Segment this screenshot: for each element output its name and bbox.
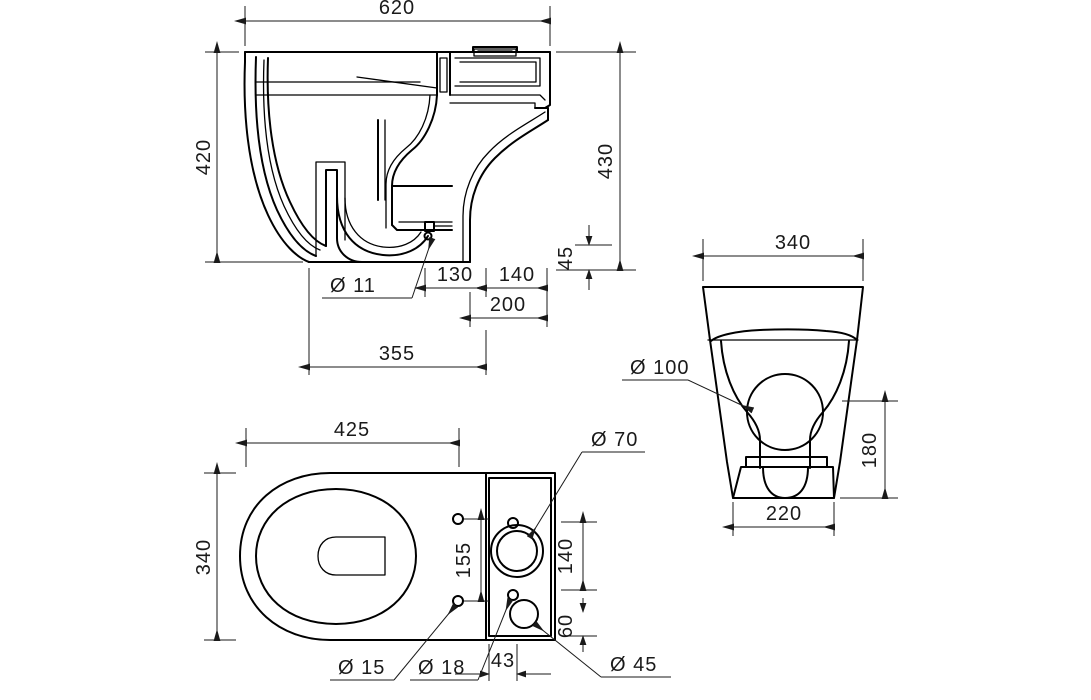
dim-220-label: 220	[766, 503, 802, 525]
side-elevation-dimensions: 620 420 430 45 130 140 200	[193, 0, 636, 375]
dim-425-label: 425	[334, 419, 370, 441]
dim-140-plan-label: 140	[555, 538, 577, 574]
dim-620-label: 620	[379, 0, 415, 19]
soil-outlet-front-circle	[746, 373, 824, 451]
side-elevation-geometry	[243, 46, 551, 263]
callout-dia15-label: Ø 15	[338, 657, 385, 679]
dim-200-label: 200	[490, 294, 526, 316]
plan-view-geometry	[239, 472, 556, 641]
dim-420-label: 420	[193, 139, 215, 175]
callout-dia45-label: Ø 45	[610, 654, 657, 676]
pan-hole-lower	[452, 595, 464, 607]
dim-340-plan-label: 340	[193, 539, 215, 575]
dim-43-label: 43	[491, 650, 515, 672]
plan-view-dimensions: 425 340 155 140 60 43 Ø 70	[193, 419, 671, 681]
soil-outlet-inner-ring	[496, 530, 538, 572]
dim-140-label: 140	[499, 264, 535, 286]
callout-dia18-label: Ø 18	[418, 657, 465, 679]
front-elevation-geometry	[702, 286, 864, 499]
callout-dia100-label: Ø 100	[630, 357, 689, 379]
dim-430-label: 430	[595, 143, 617, 179]
front-elevation-dimensions: 340 180 220 Ø 100	[622, 232, 898, 536]
pan-hole-upper	[452, 513, 464, 525]
callout-dia70-label: Ø 70	[591, 429, 638, 451]
dim-355-label: 355	[379, 343, 415, 365]
tail-hole-upper	[507, 517, 519, 529]
callout-dia11-label: Ø 11	[330, 275, 376, 297]
dim-130-label: 130	[437, 264, 473, 286]
dim-180-label: 180	[859, 432, 881, 468]
dim-340-front-label: 340	[775, 232, 811, 254]
tail-hole-lower	[507, 589, 519, 601]
dim-45-label: 45	[555, 246, 577, 270]
soil-outlet-outer-ring	[490, 524, 544, 578]
dim-60-label: 60	[555, 614, 577, 638]
water-inlet-circle	[509, 599, 539, 629]
dim-155-label: 155	[453, 542, 475, 578]
